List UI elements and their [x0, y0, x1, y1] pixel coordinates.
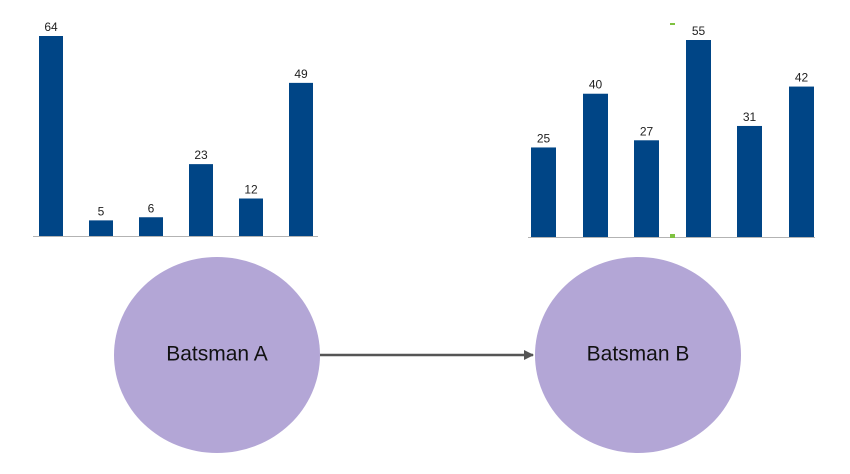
bar [531, 147, 556, 237]
bar [189, 164, 213, 236]
bar [39, 36, 63, 236]
bar-chart-batsman-a[interactable]: 64 5 6 23 12 49 [33, 20, 318, 237]
data-label: 64 [44, 20, 58, 34]
bar [583, 93, 608, 238]
data-label: 27 [640, 124, 654, 138]
bar [686, 40, 711, 237]
data-label: 49 [294, 67, 308, 81]
data-label: 23 [194, 148, 208, 162]
data-label: 6 [148, 201, 155, 215]
bar [634, 140, 659, 237]
bar [139, 217, 163, 236]
node-batsman-a[interactable]: Batsman A [114, 257, 320, 453]
bar [737, 125, 762, 237]
data-label: 55 [692, 24, 706, 38]
selection-handle[interactable] [670, 23, 675, 25]
bar [89, 220, 113, 236]
bar [239, 198, 263, 236]
node-label: Batsman A [166, 343, 268, 366]
data-label: 5 [98, 204, 105, 218]
bar [789, 86, 814, 238]
data-label: 42 [795, 71, 809, 85]
bar [289, 82, 313, 236]
node-label: Batsman B [587, 343, 690, 366]
bar-chart-batsman-b[interactable]: 25 40 27 55 31 42 [528, 24, 815, 238]
data-label: 31 [743, 110, 757, 124]
data-label: 40 [589, 78, 603, 92]
data-label: 25 [537, 131, 551, 145]
data-label: 12 [244, 183, 258, 197]
selection-handle[interactable] [670, 234, 675, 238]
node-batsman-b[interactable]: Batsman B [535, 257, 741, 453]
